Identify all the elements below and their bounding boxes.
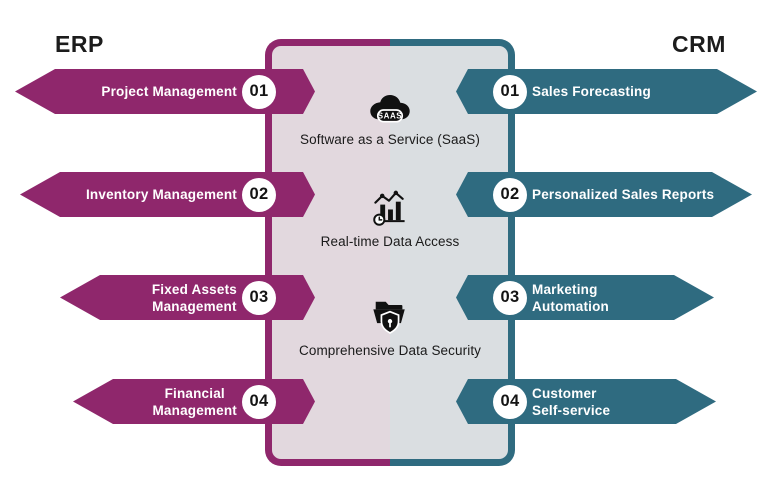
banner-line: Financial [164,385,225,401]
data-security-icon [373,301,405,334]
banner-line: Project Management [101,84,237,99]
erp-step-badge-01: 01 [242,74,276,109]
banner-line: Personalized Sales Reports [532,187,715,202]
erp-banner-financial-management: Financial Management [73,379,315,424]
banner-label: Sales Forecasting [532,83,651,100]
saas-cloud-icon: SAAS [370,94,410,123]
banner-line: Customer [532,385,597,401]
banner-line: Sales Forecasting [532,84,651,99]
banner-label: Financial Management [152,385,237,419]
crm-title: CRM [672,31,726,57]
feature-label-saas: Software as a Service (SaaS) [300,132,480,147]
erp-step-badge-04: 04 [242,384,276,419]
erp-title: ERP [55,31,104,57]
banner-line: Fixed Assets [151,281,237,297]
banner-label: Fixed Assets Management [152,281,237,315]
feature-data-security: Comprehensive Data Security [265,296,515,358]
banner-label: Inventory Management [86,186,237,203]
feature-realtime-data: Real-time Data Access [265,190,515,249]
banner-line: Management [152,402,237,418]
banner-label: Project Management [101,83,237,100]
crm-step-badge-02: 02 [493,177,527,212]
banner-label: Marketing Automation [532,281,609,315]
erp-step-badge-02: 02 [242,177,276,212]
feature-saas: SAAS Software as a Service (SaaS) [265,94,515,147]
banner-line: Automation [532,298,609,314]
banner-label: Personalized Sales Reports [532,186,714,203]
erp-banner-fixed-assets-management: Fixed Assets Management [60,275,315,320]
crm-step-badge-03: 03 [493,280,527,315]
banner-line: Marketing [532,281,598,297]
erp-step-badge-03: 03 [242,280,276,315]
banner-label: Customer Self-service [532,385,610,419]
banner-line: Inventory Management [85,187,237,202]
feature-label-realtime-data: Real-time Data Access [320,234,460,249]
crm-step-badge-01: 01 [493,74,527,109]
banner-line: Management [152,298,237,314]
crm-step-badge-04: 04 [493,384,527,419]
banner-line: Self-service [532,402,611,418]
realtime-data-icon [373,190,405,226]
feature-label-data-security: Comprehensive Data Security [298,343,482,358]
saas-icon-text: SAAS [378,112,402,121]
